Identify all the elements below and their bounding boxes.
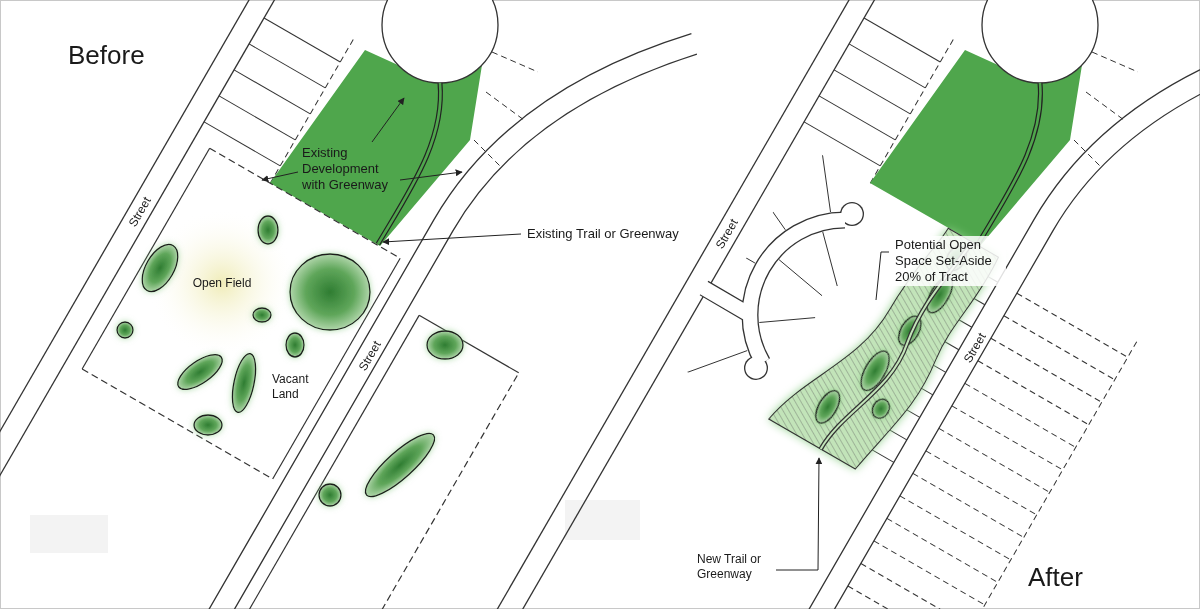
tree	[253, 308, 271, 322]
area-label: Open Field	[193, 276, 252, 291]
leader-arrow	[383, 234, 521, 242]
trees	[117, 216, 463, 506]
blank-patch	[30, 515, 108, 553]
lot-line	[204, 122, 280, 166]
road-bulb	[841, 203, 862, 224]
lot-line	[887, 518, 998, 582]
lot-line	[949, 338, 1139, 609]
blank-patch	[565, 500, 640, 540]
tree	[427, 331, 463, 359]
tree	[228, 352, 260, 415]
lot-line	[779, 260, 822, 296]
lot-line	[939, 428, 1050, 492]
existing-context	[475, 0, 1200, 609]
tract-edge	[82, 148, 210, 369]
lot-line	[861, 563, 972, 609]
lot-line	[913, 473, 1024, 537]
lot-line	[474, 140, 500, 166]
lot-line	[759, 318, 815, 323]
lot-line	[696, 102, 785, 230]
open-field-glow	[147, 208, 297, 358]
lot-line	[874, 541, 985, 605]
tree	[117, 322, 133, 338]
cul-de-sac	[382, 0, 498, 83]
lot-line	[965, 383, 1076, 447]
leader-arrow	[262, 172, 298, 180]
existing-trail	[378, 83, 440, 244]
lot-line	[978, 361, 1089, 425]
street-name: Street	[125, 194, 154, 229]
lot-line	[620, 185, 755, 263]
callout-text: Existing Trail or Greenway	[527, 226, 679, 242]
lot-line	[952, 406, 1063, 470]
leader-line	[876, 252, 889, 300]
leader-arrow	[372, 98, 404, 142]
lot-line	[1017, 293, 1128, 357]
tree	[358, 425, 442, 505]
existing-trail	[378, 83, 440, 244]
callout-text: Potential Open Space Set-Aside 20% of Tr…	[892, 236, 1006, 286]
leader-arrow	[776, 458, 819, 570]
tree	[290, 254, 370, 330]
area-label: Vacant Land	[272, 372, 322, 401]
lot-line	[848, 586, 959, 609]
lot-line	[1004, 316, 1115, 380]
tract-outline	[20, 148, 539, 609]
tree	[135, 238, 185, 297]
street-name: Street	[356, 338, 385, 373]
street-name: Street	[713, 216, 742, 251]
tree	[319, 484, 341, 506]
parcel-edge	[349, 373, 519, 609]
street-name: Street	[961, 330, 990, 365]
lot-line	[900, 496, 1011, 560]
lot-line	[601, 351, 748, 404]
lot-line	[823, 232, 837, 286]
lot-line	[249, 44, 325, 88]
lot-line	[872, 450, 894, 463]
tree	[172, 348, 227, 396]
street-grid	[0, 0, 704, 609]
lot-line	[809, 58, 831, 212]
road-bulb	[745, 357, 766, 378]
panel-title: After	[1028, 562, 1083, 594]
existing-context	[0, 0, 704, 609]
loop-road	[702, 202, 864, 380]
leader-arrow	[400, 172, 462, 180]
lot-lines	[474, 52, 538, 166]
tree	[811, 387, 845, 427]
lot-line	[926, 451, 1037, 515]
lot-line	[991, 338, 1102, 402]
lot-line	[234, 70, 310, 114]
lot-line	[492, 52, 538, 72]
tree	[258, 216, 278, 244]
tree	[286, 333, 304, 357]
tree	[855, 347, 894, 395]
lot-line	[486, 92, 524, 120]
panel-title: Before	[68, 40, 145, 72]
lot-line	[264, 18, 340, 62]
leader-lines	[262, 98, 889, 570]
tree	[869, 396, 893, 421]
tree	[194, 415, 222, 435]
lot-line	[219, 96, 295, 140]
callout-text: Existing Development with Greenway	[302, 145, 400, 193]
parcel-edge	[419, 315, 519, 373]
callout-text: New Trail or Greenway	[697, 552, 773, 581]
